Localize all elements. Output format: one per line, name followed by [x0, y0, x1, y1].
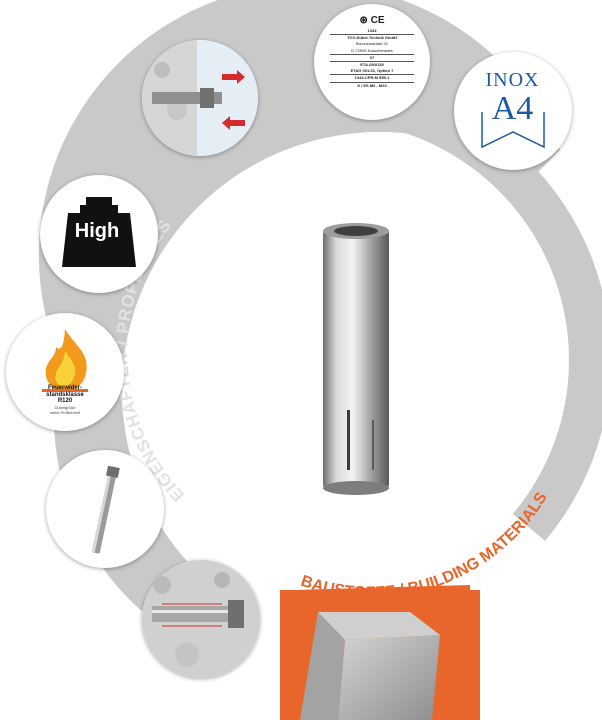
inox-text: INOX A4	[485, 69, 540, 127]
anchor-product	[323, 223, 389, 495]
setting-tool-icon	[46, 450, 164, 568]
inox-a4-icon	[454, 52, 572, 170]
high-load-icon	[40, 175, 158, 293]
materials-label: BAUSTOFFE / BUILDING MATERIALS	[299, 489, 551, 601]
installation-drawing-icon	[142, 40, 258, 156]
fire-text: Feuerwider- standsklasse R120 Dübelgröße…	[46, 385, 84, 415]
weight-text: High	[74, 220, 120, 242]
concrete-block	[280, 590, 480, 720]
ce-label: ⊛ CE 1343 TOX-Dübel-Technik GmbH Brunnen…	[330, 14, 414, 124]
fire-resistance-icon	[6, 313, 124, 431]
concrete-section-icon	[142, 560, 260, 678]
